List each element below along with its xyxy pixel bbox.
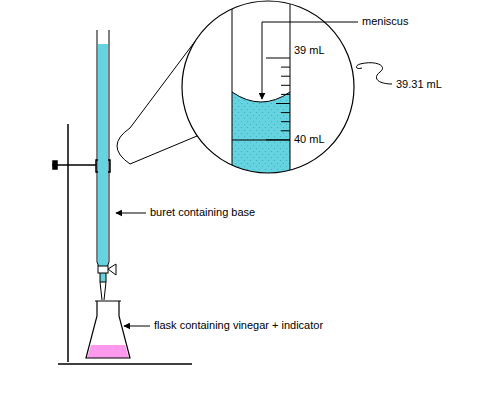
meniscus-leader <box>262 22 358 99</box>
graduation-tick <box>281 112 290 113</box>
buret <box>97 30 116 300</box>
graduation-tick <box>281 76 290 77</box>
buret-leader <box>116 213 146 214</box>
graduation-tick <box>266 58 290 59</box>
graduation-tick <box>281 121 290 122</box>
reading-squiggle <box>356 63 392 84</box>
flask-leader <box>124 326 150 327</box>
callout-label: buret containing base <box>150 206 255 219</box>
graduation-tick <box>281 130 290 131</box>
magnified-buret <box>182 0 354 180</box>
reading-value: 39.31 mL <box>396 78 442 91</box>
scale-number: 40 mL <box>294 133 325 146</box>
erlenmeyer-flask <box>86 301 130 358</box>
graduation-tick <box>266 139 290 140</box>
callout-label: flask containing vinegar + indicator <box>154 319 323 332</box>
magnifier-circle <box>182 1 354 173</box>
graduation-tick <box>281 67 290 68</box>
graduation-tick <box>281 85 290 86</box>
scale-number: 39 mL <box>294 44 325 57</box>
callout-label: meniscus <box>362 15 408 28</box>
graduation-tick <box>276 103 290 104</box>
graduation-tick <box>281 94 290 95</box>
